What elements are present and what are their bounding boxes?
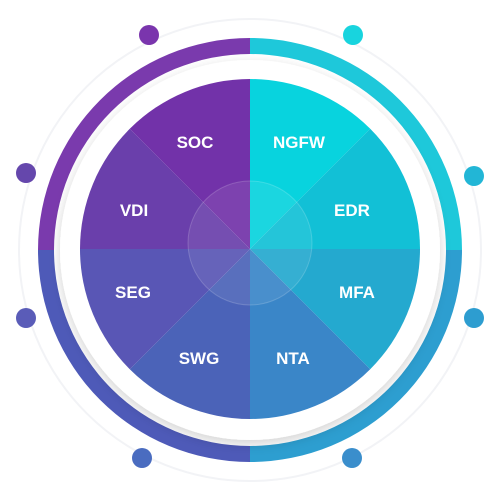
colored-ring — [38, 38, 462, 462]
dot-bottom-left — [132, 448, 152, 468]
wheel-segments — [80, 79, 420, 419]
dot-right-lower — [464, 308, 484, 328]
outer-thin-ring — [18, 18, 482, 482]
dot-right-upper — [464, 166, 484, 186]
segment-label-vdi: VDI — [120, 201, 148, 220]
segment-edr — [250, 128, 420, 249]
dot-top-right — [343, 25, 363, 45]
segment-label-mfa: MFA — [339, 283, 375, 302]
ring-quadrant-top-right — [250, 38, 462, 250]
center-hub — [187, 180, 313, 306]
ring-quadrant-bottom-left — [38, 250, 250, 462]
segment-label-edr: EDR — [334, 201, 370, 220]
segment-label-ngfw: NGFW — [273, 133, 326, 152]
segment-label-soc: SOC — [177, 133, 214, 152]
dot-top-left — [139, 25, 159, 45]
dot-left-upper — [16, 163, 36, 183]
segment-vdi — [80, 128, 250, 249]
segment-ngfw — [250, 79, 371, 249]
ring-quadrant-top-left — [38, 38, 250, 250]
segment-label-swg: SWG — [179, 349, 220, 368]
segment-mfa — [250, 249, 420, 370]
segment-label-nta: NTA — [276, 349, 310, 368]
dot-bottom-right — [342, 448, 362, 468]
dot-left-lower — [16, 308, 36, 328]
segment-seg — [80, 249, 250, 370]
segment-nta — [250, 249, 371, 419]
segment-labels: SOC NGFW VDI EDR SEG MFA SWG NTA — [115, 133, 375, 368]
ring-quadrant-bottom-right — [250, 250, 462, 462]
segment-label-seg: SEG — [115, 283, 151, 302]
segment-swg — [129, 249, 250, 419]
segment-soc — [129, 79, 250, 249]
outer-dots — [16, 25, 484, 468]
